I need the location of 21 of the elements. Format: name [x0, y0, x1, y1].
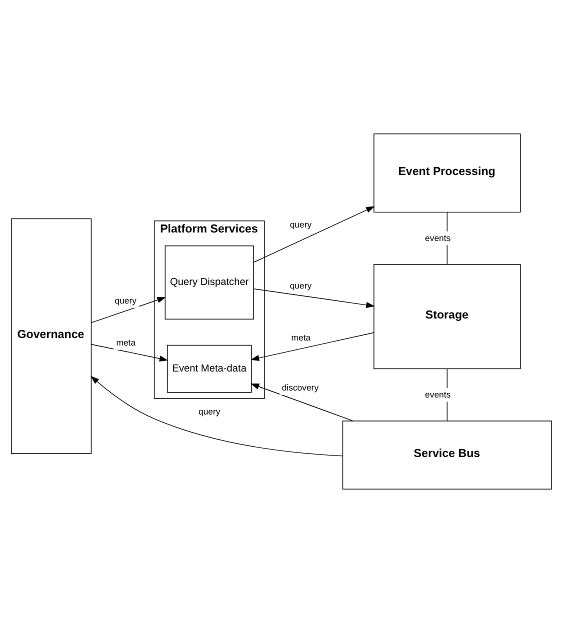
arrow: [91, 343, 168, 362]
edge-label: discovery: [282, 382, 319, 392]
arrow: [90, 375, 343, 456]
edge-label: meta: [291, 332, 311, 342]
node-box: Event Meta-data: [166, 344, 252, 392]
edge-label: query: [290, 218, 312, 229]
edge-label: query: [198, 406, 220, 416]
edge-label: query: [290, 280, 312, 290]
edge-label: events: [425, 232, 451, 242]
node-box: Governance: [11, 218, 92, 454]
arrow: [253, 288, 375, 308]
node-box: Service Bus: [342, 420, 552, 489]
edge-label: events: [425, 388, 451, 399]
node-box: Query Dispatcher: [164, 245, 254, 319]
arrow: [91, 296, 166, 323]
arrow: [250, 383, 354, 421]
edge-label: meta: [116, 337, 136, 348]
node-box: Storage: [374, 264, 521, 369]
edge-label: query: [114, 295, 137, 306]
node-box: Event Processing: [374, 133, 521, 212]
arrow: [253, 206, 375, 262]
